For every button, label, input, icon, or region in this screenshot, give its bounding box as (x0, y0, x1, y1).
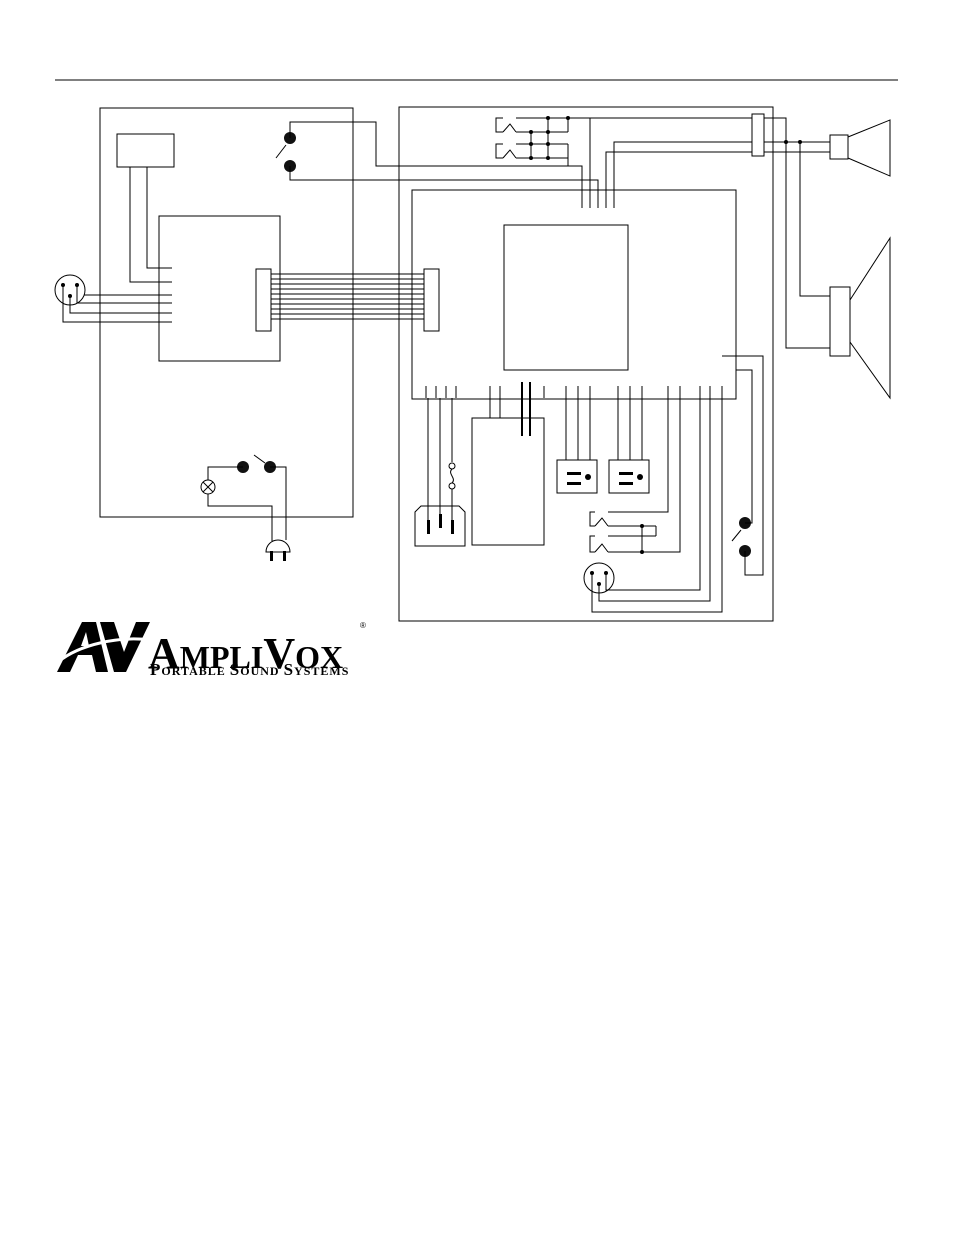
amplifier-chip (504, 225, 628, 370)
wiring-diagram: AMPLIVOX ® PORTABLE SOUND SYSTEMS (0, 0, 954, 700)
ac-outlet-1-icon (557, 460, 597, 493)
transformer-icon (472, 382, 544, 545)
ribbon-cable (271, 274, 427, 319)
tagline-p: P (150, 660, 161, 679)
amplifier-board (412, 190, 736, 399)
left-ribbon-connector (256, 269, 271, 331)
tagline-s2: S (284, 660, 294, 679)
tagline-ortable: ORTABLE (161, 664, 229, 678)
board-leads (426, 386, 722, 398)
right-unit (399, 107, 890, 621)
lamp-switch-icon (237, 455, 276, 473)
lamp-icon (201, 480, 215, 494)
horn-speaker-icon (830, 120, 890, 176)
woofer-speaker-icon (830, 238, 890, 398)
left-top-switch-icon (276, 132, 296, 172)
line-jack-1-icon (590, 512, 608, 526)
registered-mark: ® (360, 621, 366, 630)
amplivox-logo: AMPLIVOX ® PORTABLE SOUND SYSTEMS (57, 621, 366, 679)
left-unit (55, 108, 598, 561)
speaker-terminal (752, 114, 764, 156)
line-jack-2-icon (590, 536, 608, 552)
ac-outlet-2-icon (609, 460, 649, 493)
tagline-s1: S (230, 660, 240, 679)
top-jack-2-icon (496, 144, 516, 158)
tagline-ystems: YSTEMS (294, 664, 349, 678)
left-small-module (117, 134, 174, 167)
right-ribbon-connector (424, 269, 439, 331)
tagline-ound: OUND (240, 664, 283, 678)
power-plug-icon (266, 540, 290, 561)
fuse-icon (449, 398, 455, 520)
av-logo-mark-icon (57, 622, 150, 672)
top-jack-1-icon (496, 118, 516, 132)
